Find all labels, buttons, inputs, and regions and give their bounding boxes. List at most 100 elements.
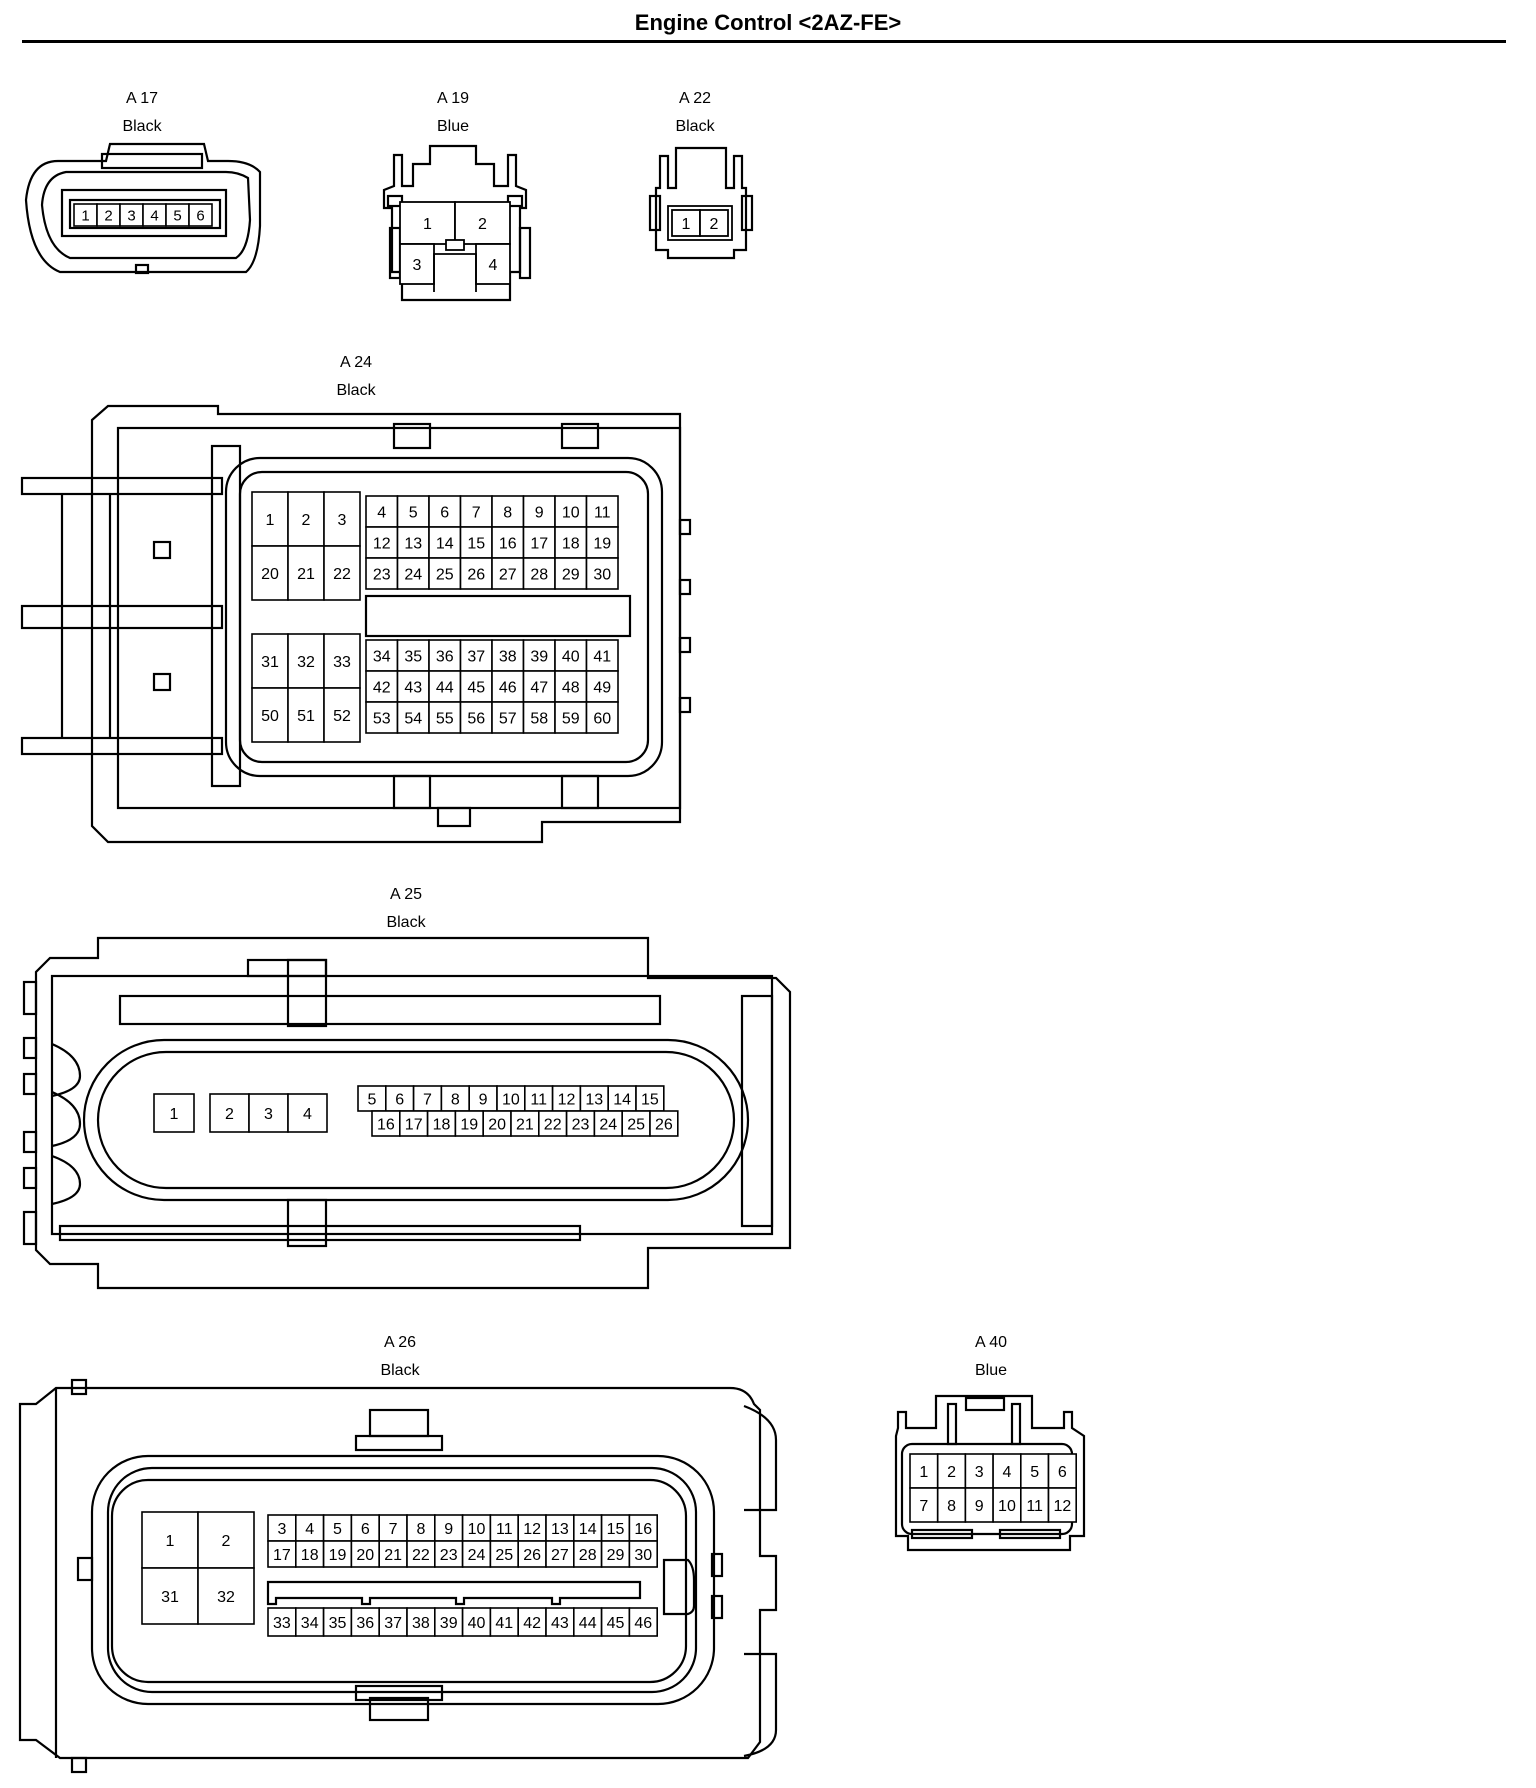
a24-pin-number: 7: [472, 504, 481, 521]
a24-pin-number: 37: [467, 648, 485, 665]
a26-pin-number: 5: [333, 1521, 342, 1538]
a24-pin-cell: [365, 495, 399, 528]
a26-pin-cell: [433, 1540, 464, 1568]
a25-pin-number: 25: [627, 1116, 645, 1133]
a25-pin-number: 12: [558, 1091, 576, 1108]
a24-pin-number: 42: [373, 679, 391, 696]
a25-pin-cell: [565, 1110, 596, 1137]
a25-pin-number: 5: [367, 1091, 376, 1108]
a24-pin-number: 3: [338, 512, 347, 529]
a17-pin-number: 2: [104, 207, 112, 224]
a25-pin-number: 4: [303, 1106, 312, 1123]
a26-pin-cell: [350, 1514, 380, 1542]
a26-pin-number: 17: [273, 1547, 291, 1564]
a24-pin-number: 1: [266, 512, 275, 529]
a40-pin-number: 8: [947, 1498, 956, 1515]
a40-pin-cell: [936, 1453, 967, 1489]
a24-pin-cell: [365, 701, 399, 734]
a26-pin-cell: [517, 1540, 547, 1568]
a26-pin-number: 26: [523, 1547, 541, 1564]
a40-pin-number: 10: [998, 1498, 1016, 1515]
a24-pin-number: 25: [436, 566, 454, 583]
a24-pin-number: 54: [404, 710, 422, 727]
a26-pin-number: 39: [440, 1615, 458, 1632]
a25-pin-cell: [153, 1093, 195, 1133]
a17-pin-number: 1: [81, 207, 89, 224]
a25-pin-number: 18: [433, 1116, 451, 1133]
a24-pin-number: 29: [562, 566, 580, 583]
a26-pin-number: 24: [468, 1547, 486, 1564]
a24-pin-number: 18: [562, 535, 580, 552]
a24-pin-number: 28: [530, 566, 548, 583]
a26-pin-number: 35: [329, 1615, 347, 1632]
a17-pin-cell: [188, 203, 213, 227]
a24-pin-number: 52: [333, 708, 351, 725]
a26-pin-cell: [378, 1607, 408, 1637]
a26-pin-number: 19: [329, 1547, 347, 1564]
a24-pin-cell: [365, 670, 399, 703]
a24-pin-number: 55: [436, 710, 454, 727]
a25-pin-cell: [635, 1085, 665, 1112]
a26-pin-number: 16: [634, 1521, 652, 1538]
a26-pin-number: 30: [634, 1547, 652, 1564]
a40-pin-cell: [1047, 1487, 1078, 1523]
a25-pin-cell: [537, 1110, 568, 1137]
a24-pin-cell: [585, 670, 619, 703]
a24-pin-cell: [491, 495, 525, 528]
a26-pin-number: 37: [384, 1615, 402, 1632]
a25-pin-number: 9: [479, 1091, 488, 1108]
a24-pin-cell: [251, 545, 289, 601]
a26-pin-number: 14: [579, 1521, 597, 1538]
a25-pin-cell: [523, 1085, 554, 1112]
a24-pin-number: 34: [373, 648, 391, 665]
a25-color-label: Black: [386, 914, 426, 931]
a25-pin-number: 23: [572, 1116, 590, 1133]
a24-pin-number: 13: [404, 535, 422, 552]
a25-pin-number: 22: [544, 1116, 562, 1133]
a24-pin-cell: [323, 491, 361, 547]
a40-pin-cell: [909, 1487, 939, 1523]
a25-pin-number: 20: [488, 1116, 506, 1133]
a24-pin-number: 36: [436, 648, 454, 665]
a40-pin-number: 9: [975, 1498, 984, 1515]
a26-pin-cell: [267, 1540, 297, 1568]
a24-pin-number: 10: [562, 504, 580, 521]
a17-pin-number: 4: [150, 207, 158, 224]
a26-pin-number: 32: [217, 1589, 235, 1606]
a24-pin-number: 12: [373, 535, 391, 552]
a24-pin-number: 59: [562, 710, 580, 727]
a25-pin-number: 17: [405, 1116, 423, 1133]
a26-pin-cell: [350, 1607, 380, 1637]
a24-pin-number: 49: [593, 679, 611, 696]
a26-color-label: Black: [380, 1362, 420, 1379]
a25-pin-number: 26: [655, 1116, 673, 1133]
a24-pin-number: 58: [530, 710, 548, 727]
a24-pin-cell: [585, 639, 619, 672]
a17-pin-number: 6: [196, 207, 204, 224]
a26-id-label: A 26: [383, 1334, 417, 1351]
a26-pin-number: 46: [634, 1615, 652, 1632]
a26-pin-cell: [197, 1511, 255, 1569]
a24-pin-number: 51: [297, 708, 315, 725]
a24-pin-cell: [365, 639, 399, 672]
a24-pin-number: 32: [297, 654, 315, 671]
a24-pin-number: 2: [302, 512, 311, 529]
a25-pin-cell: [426, 1110, 457, 1137]
a19-color-label: Blue: [436, 118, 470, 135]
a26-pin-number: 29: [607, 1547, 625, 1564]
a40-pin-cell: [992, 1487, 1022, 1523]
a24-pin-cell: [323, 687, 361, 743]
a25-pin-cell: [287, 1093, 328, 1133]
a24-pin-number: 6: [440, 504, 449, 521]
a26-pin-number: 8: [416, 1521, 425, 1538]
a24-pin-number: 56: [467, 710, 485, 727]
a24-pin-number: 26: [467, 566, 485, 583]
a24-id-label: A 24: [339, 354, 373, 371]
a26-pin-number: 33: [273, 1615, 291, 1632]
a24-pin-number: 19: [593, 535, 611, 552]
a25-pin-number: 19: [460, 1116, 478, 1133]
a24-pin-cell: [287, 633, 325, 689]
a25-pin-number: 14: [613, 1091, 631, 1108]
a19-key-slot: [433, 253, 477, 292]
